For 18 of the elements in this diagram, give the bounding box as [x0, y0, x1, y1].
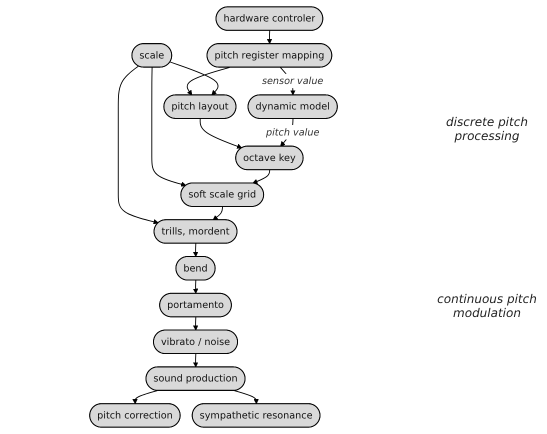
arrow: [132, 390, 158, 404]
arrow: [192, 243, 198, 258]
arrow: [266, 30, 272, 44]
arrow: [170, 62, 218, 96]
group-note: continuous pitch modulation: [436, 292, 538, 320]
arrow: [118, 66, 159, 224]
edge-label: pitch value: [266, 126, 320, 138]
arrow: [234, 390, 259, 404]
arrow: [192, 353, 198, 368]
arrow: [186, 66, 230, 96]
arrow: [151, 66, 186, 187]
arrow: [252, 170, 270, 184]
arrow: [192, 280, 198, 294]
edge-label: sensor value: [262, 74, 324, 86]
arrow: [212, 206, 223, 220]
group-note: discrete pitch processing: [445, 114, 529, 142]
arrow: [192, 316, 198, 331]
arrow: [200, 118, 242, 149]
